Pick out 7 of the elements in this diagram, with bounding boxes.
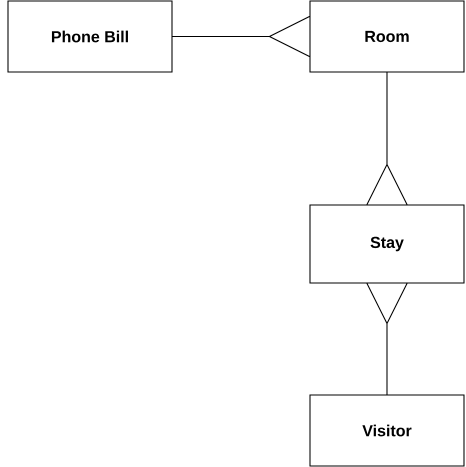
entity-box: Room [309,0,465,73]
crows-foot-connector [366,283,408,395]
crows-foot-connector [172,16,310,58]
crows-foot-connector [366,72,408,205]
entity-box: Visitor [309,394,465,467]
entity-box: Phone Bill [7,0,173,73]
entity-box: Stay [309,204,465,284]
